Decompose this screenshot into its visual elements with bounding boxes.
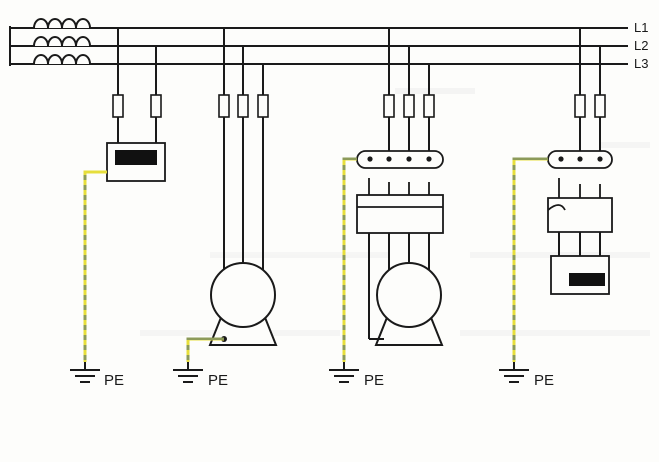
pe-label-1: PE: [104, 372, 124, 389]
socket-outlet: [356, 150, 444, 169]
fuse-4a: [574, 94, 586, 118]
bus-label-l3: L3: [634, 56, 648, 71]
plug-connector-2: [547, 178, 613, 233]
coil-l2: [33, 36, 91, 47]
socket-outlet-2: [547, 150, 613, 169]
coil-l3: [33, 54, 91, 65]
branch-heater: PE: [70, 28, 166, 389]
pe-wire-3: [342, 157, 357, 362]
fuse-3c: [423, 94, 435, 118]
pe-label-3: PE: [364, 372, 384, 389]
fuse-2a: [218, 94, 230, 118]
fuse-3a: [383, 94, 395, 118]
bus-label-l1: L1: [634, 20, 648, 35]
heater-element-2: [569, 273, 605, 286]
branch-heater-plug: PE: [499, 28, 613, 389]
pe-wire-1: [83, 170, 107, 362]
heater-element: [115, 150, 157, 165]
ground-symbol-1: [70, 362, 100, 383]
branch-motor-direct: PE: [173, 28, 278, 389]
fuse-2c: [257, 94, 269, 118]
plug-connector: [356, 178, 444, 234]
supply-coils: [33, 18, 91, 65]
pe-wire-4: [512, 157, 548, 362]
branch-motor-plug: PE: [329, 28, 444, 389]
ground-symbol-2: [173, 362, 203, 383]
fuse-1a: [112, 94, 124, 118]
bus-label-l2: L2: [634, 38, 648, 53]
motor-2: [374, 262, 444, 346]
motor-1: [208, 262, 278, 346]
ground-symbol-3: [329, 362, 359, 383]
pe-label-2: PE: [208, 372, 228, 389]
fuse-2b: [237, 94, 249, 118]
pe-label-4: PE: [534, 372, 554, 389]
pe-wire-2: [186, 337, 224, 362]
coil-l1: [33, 18, 91, 29]
bus-bars: [9, 26, 628, 66]
fuse-3b: [403, 94, 415, 118]
fuse-1b: [150, 94, 162, 118]
fuse-4b: [594, 94, 606, 118]
ground-symbol-4: [499, 362, 529, 383]
